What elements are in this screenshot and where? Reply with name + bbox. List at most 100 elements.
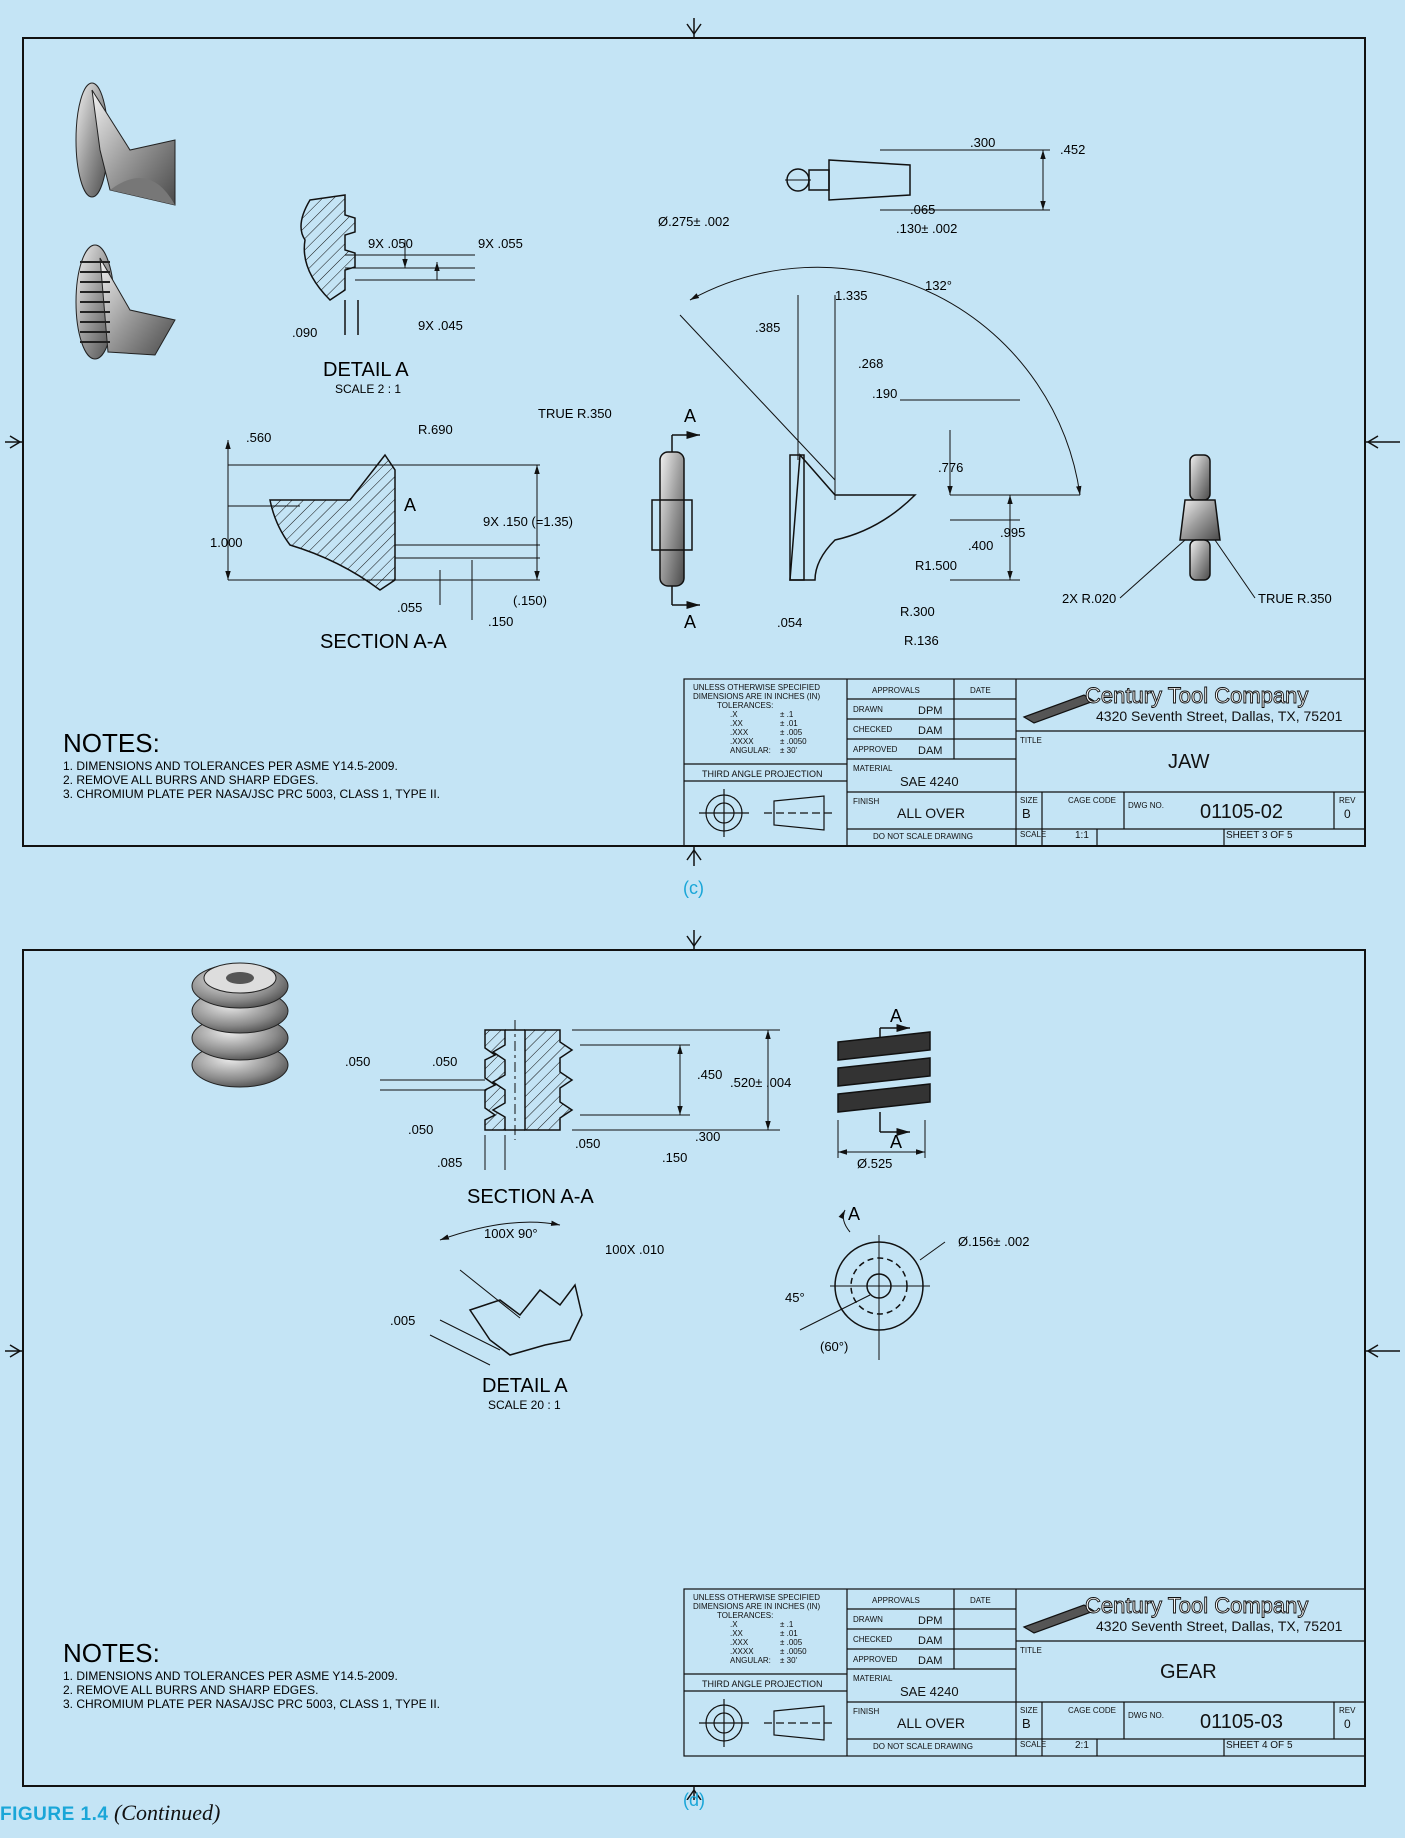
dim-r690: R.690 — [418, 422, 453, 437]
dim-560: .560 — [246, 430, 271, 445]
sheet-label-c: (c) — [683, 878, 704, 898]
dim-60-deg: (60°) — [820, 1339, 848, 1354]
scale-label: SCALE — [1020, 1740, 1046, 1749]
dim-776: .776 — [938, 460, 963, 475]
note-line: 1. DIMENSIONS AND TOLERANCES PER ASME Y1… — [63, 1669, 398, 1683]
approved-label: APPROVED — [853, 745, 898, 754]
dim-9x150: 9X .150 (=1.35) — [483, 514, 573, 529]
dim-450: .450 — [697, 1067, 722, 1082]
dim-525: Ø.525 — [857, 1156, 892, 1171]
tol-key: .X — [730, 710, 738, 719]
title-label: TITLE — [1020, 736, 1042, 745]
section-aa-view — [225, 440, 540, 620]
note-line: 3. CHROMIUM PLATE PER NASA/JSC PRC 5003,… — [63, 787, 440, 801]
dim-085: .085 — [437, 1155, 462, 1170]
dim-520: .520± .004 — [730, 1075, 791, 1090]
drawn-label: DRAWN — [853, 1615, 883, 1624]
company-address: 4320 Seventh Street, Dallas, TX, 75201 — [1096, 1618, 1343, 1634]
tol-header: TOLERANCES: — [717, 1611, 773, 1620]
tol-val: ± .0050 — [780, 737, 807, 746]
notes-title: NOTES: — [63, 1638, 160, 1668]
gear-detail-view — [429, 1220, 583, 1366]
tol-header: DIMENSIONS ARE IN INCHES (IN) — [693, 1602, 820, 1611]
dim-054: .054 — [777, 615, 802, 630]
drawn-value: DPM — [918, 705, 942, 717]
sheet-label-d: (d) — [683, 1790, 705, 1810]
figure-continued: (Continued) — [113, 1800, 221, 1825]
tol-header: DIMENSIONS ARE IN INCHES (IN) — [693, 692, 820, 701]
dim-050-d: .050 — [575, 1136, 600, 1151]
dim-2x-r020: 2X R.020 — [1062, 591, 1116, 606]
scale-value: 2:1 — [1075, 1740, 1089, 1751]
material-value: SAE 4240 — [900, 1684, 959, 1699]
rev-value: 0 — [1344, 807, 1351, 821]
tol-val: ± .1 — [780, 710, 794, 719]
dim-055: .055 — [397, 600, 422, 615]
dim-065: .065 — [910, 202, 935, 217]
dim-400: .400 — [968, 538, 993, 553]
tol-header: UNLESS OTHERWISE SPECIFIED — [693, 683, 820, 692]
approved-value: DAM — [918, 1655, 942, 1667]
gear-detail-title: DETAIL A — [482, 1375, 568, 1397]
tol-key: ANGULAR: — [730, 1656, 771, 1665]
tol-key: .XXXX — [730, 737, 754, 746]
tol-val: ± 30' — [780, 1656, 798, 1665]
centering-marks — [5, 930, 1400, 1800]
note-line: 3. CHROMIUM PLATE PER NASA/JSC PRC 5003,… — [63, 1697, 440, 1711]
gear-pictorial — [191, 962, 289, 1088]
dim-1335: 1.335 — [835, 288, 868, 303]
tol-key: .X — [730, 1620, 738, 1629]
company-address: 4320 Seventh Street, Dallas, TX, 75201 — [1096, 708, 1343, 724]
drawn-label: DRAWN — [853, 705, 883, 714]
cut-label-bottom: A — [684, 612, 696, 632]
tol-val: ± .01 — [780, 719, 798, 728]
dim-r1500: R1.500 — [915, 558, 957, 573]
scale-label: SCALE — [1020, 830, 1046, 839]
projection-label: THIRD ANGLE PROJECTION — [702, 769, 823, 779]
material-label: MATERIAL — [853, 1674, 893, 1683]
dim-156: Ø.156± .002 — [958, 1234, 1029, 1249]
approvals-label: APPROVALS — [872, 1596, 920, 1605]
dim-45-deg: 45° — [785, 1290, 805, 1305]
cage-label: CAGE CODE — [1068, 1706, 1116, 1715]
cut-label-top: A — [890, 1006, 902, 1026]
tol-key: .XX — [730, 719, 744, 728]
dim-300-top: .300 — [970, 135, 995, 150]
jaw-top-view — [785, 149, 1050, 211]
title-label: TITLE — [1020, 1646, 1042, 1655]
jaw-right-view — [1119, 454, 1256, 599]
dim-190: .190 — [872, 386, 897, 401]
dim-true-r350-b: TRUE R.350 — [1258, 591, 1332, 606]
detail-a-view — [300, 194, 475, 335]
dim-268: .268 — [858, 356, 883, 371]
company-name: Century Tool Company — [1085, 683, 1308, 708]
rev-label: REV — [1339, 1706, 1356, 1715]
dim-130: .130± .002 — [896, 221, 957, 236]
dim-9x045: 9X .045 — [418, 318, 463, 333]
drawing-title: GEAR — [1160, 1661, 1217, 1683]
checked-label: CHECKED — [853, 1635, 892, 1644]
material-label: MATERIAL — [853, 764, 893, 773]
drawing-sheet-c: 9X .050 9X .055 9X .045 .090 DETAIL A SC… — [5, 18, 1400, 866]
dim-050-a: .050 — [345, 1054, 370, 1069]
dim-050-b: .050 — [432, 1054, 457, 1069]
dim-r300: R.300 — [900, 604, 935, 619]
rev-label: REV — [1339, 796, 1356, 805]
figure-caption: FIGURE 1.4 (Continued) — [0, 1800, 220, 1826]
jaw-pictorial-top — [75, 82, 176, 206]
gear-section-title: SECTION A-A — [467, 1186, 594, 1208]
tol-val: ± 30' — [780, 746, 798, 755]
dim-9x055: 9X .055 — [478, 236, 523, 251]
cut-label-top: A — [684, 406, 696, 426]
note-line: 1. DIMENSIONS AND TOLERANCES PER ASME Y1… — [63, 759, 398, 773]
sheet-number: SHEET 4 OF 5 — [1226, 1740, 1293, 1751]
dim-100x-010: 100X .010 — [605, 1242, 664, 1257]
dim-385: .385 — [755, 320, 780, 335]
jaw-side-view — [651, 430, 700, 610]
jaw-front-view — [679, 266, 1082, 581]
cage-label: CAGE CODE — [1068, 796, 1116, 805]
size-value: B — [1022, 806, 1031, 821]
dim-300: .300 — [695, 1129, 720, 1144]
dim-150-ref: (.150) — [513, 593, 547, 608]
title-block — [683, 1588, 1366, 1757]
